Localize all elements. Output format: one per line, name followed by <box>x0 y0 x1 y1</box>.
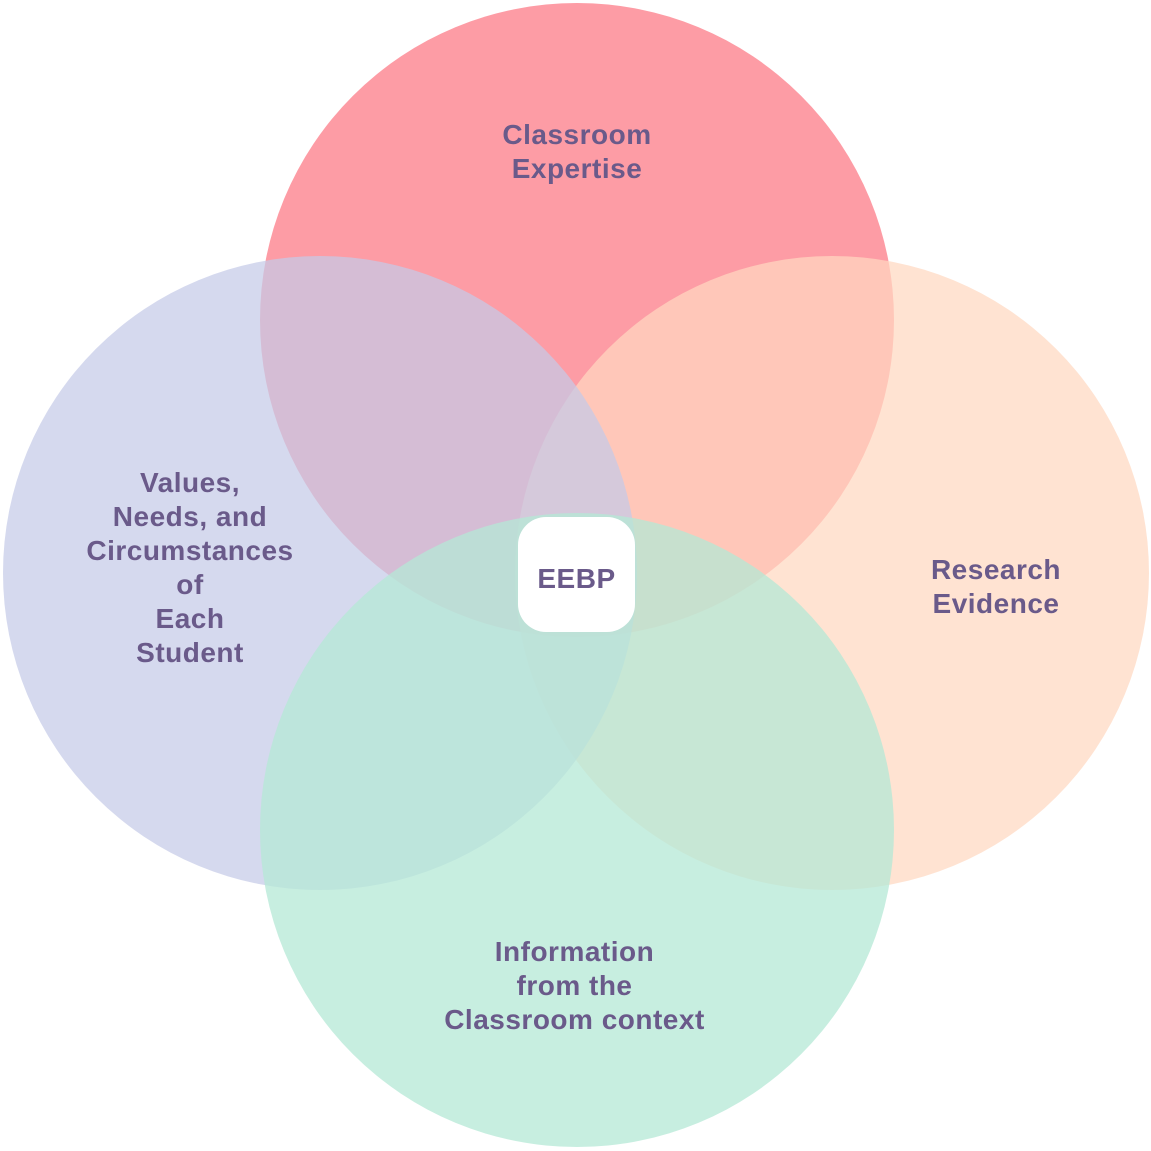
venn-circles <box>3 3 1149 1147</box>
label-eebp-center: EEBP <box>537 563 616 594</box>
circle-classroom-context <box>260 513 894 1147</box>
label-classroom-context: Information from the Classroom context <box>444 936 705 1035</box>
center-overlap <box>518 517 635 632</box>
label-values-needs: Values, Needs, and Circumstances of Each… <box>86 467 294 668</box>
label-classroom-expertise: Classroom Expertise <box>502 119 652 184</box>
label-research-evidence: Research Evidence <box>930 554 1062 619</box>
